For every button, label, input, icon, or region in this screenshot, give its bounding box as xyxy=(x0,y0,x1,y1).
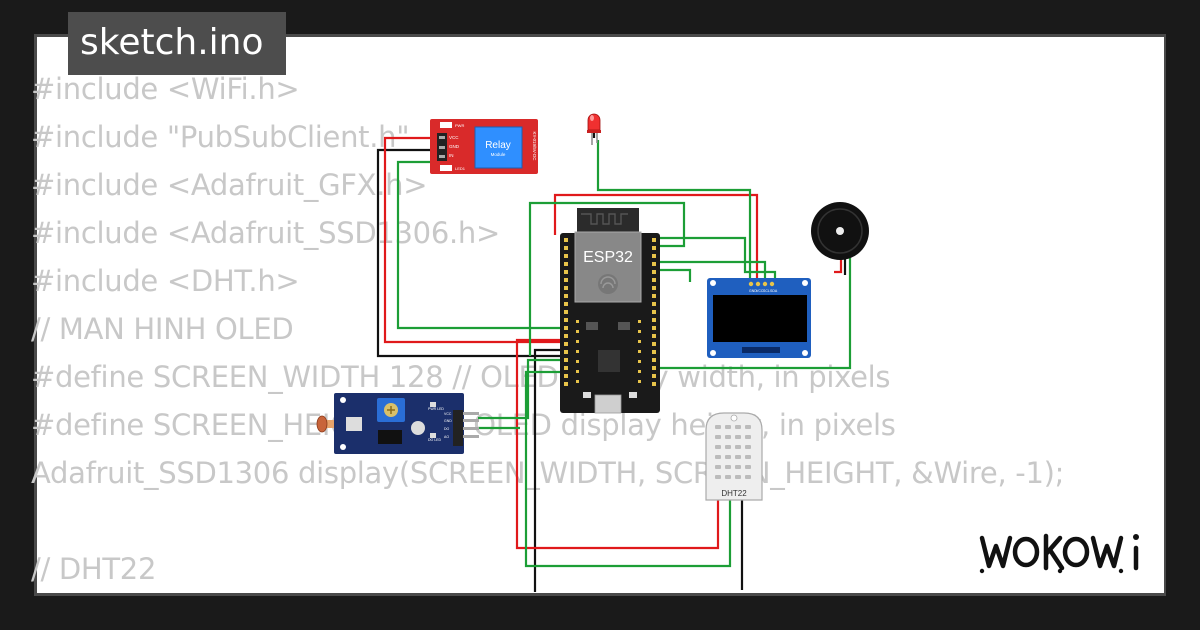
wire-vcc-dht xyxy=(515,338,720,550)
dht22-label: DHT22 xyxy=(721,489,747,498)
dht22-vents xyxy=(715,425,751,479)
wire-dht-data xyxy=(524,370,732,568)
photoresistor xyxy=(316,415,328,433)
code-line: #include <DHT.h> xyxy=(31,264,300,298)
wire-buzzer-pos xyxy=(834,258,843,274)
wire-relay-in xyxy=(396,160,563,330)
wire-ldr-do xyxy=(478,358,563,420)
esp32-pins-right xyxy=(652,238,656,386)
code-line: #include <Adafruit_SSD1306.h> xyxy=(31,216,500,250)
esp32-chip xyxy=(598,350,620,372)
code-line: #include <WiFi.h> xyxy=(31,72,300,106)
sketch-title-tab[interactable] xyxy=(68,12,286,75)
wire-relay-gnd xyxy=(376,148,563,358)
relay-module[interactable]: Relay Module KY-019/5V-DC VCC GND IN PWR… xyxy=(430,119,538,174)
wire-oled-vcc xyxy=(553,193,759,283)
wire-esp-top xyxy=(528,201,686,356)
sketch-title: sketch.ino xyxy=(80,22,264,63)
led-red[interactable] xyxy=(587,113,601,145)
wire-oled-scl xyxy=(655,260,767,282)
oled-pin-vcc: VCC xyxy=(756,289,764,293)
ldr-pin-ao: AO xyxy=(444,435,449,439)
usb-port xyxy=(594,394,622,414)
relay-side-text: KY-019/5V-DC xyxy=(532,131,537,161)
relay-pin-vcc: VCC xyxy=(449,135,459,140)
code-line: // DHT22 xyxy=(31,552,157,586)
dht22-sensor[interactable]: DHT22 xyxy=(705,412,763,501)
oled-pin-sda: SDA xyxy=(770,289,778,293)
relay-pin-gnd: GND xyxy=(449,144,460,149)
code-preview: #include <WiFi.h> #include "PubSubClient.… xyxy=(31,65,1064,593)
wire-relay-vcc xyxy=(383,136,563,344)
ldr-comparator xyxy=(411,421,425,435)
ldr-pin-do: DO xyxy=(444,427,450,431)
wokwi-logo xyxy=(976,526,1152,578)
code-line: Adafruit_SSD1306 display(SCREEN_WIDTH, S… xyxy=(31,456,1065,490)
relay-pwr-text: PWR xyxy=(455,123,464,128)
code-line: // MAN HINH OLED xyxy=(31,312,294,346)
ldr-module[interactable]: PWR LED DO LED VCC GND DO AO xyxy=(316,393,479,454)
wire-gnd-dht xyxy=(533,348,563,592)
esp32-label: ESP32 xyxy=(583,249,633,266)
ldr-do-led: DO LED xyxy=(428,438,442,442)
wire-led-signal xyxy=(596,140,752,282)
ldr-pin-vcc: VCC xyxy=(444,412,452,416)
relay-sublabel: Module xyxy=(491,152,506,157)
wire-oled-gnd xyxy=(655,268,692,282)
wire-buzzer-signal xyxy=(655,258,852,370)
oled-display[interactable]: GND VCC SCL SDA xyxy=(707,278,811,358)
esp32-board[interactable]: ESP32 xyxy=(560,208,660,414)
oled-pin-gnd: GND xyxy=(749,289,757,293)
ldr-pwr-led: PWR LED xyxy=(428,407,444,411)
relay-led-text: LED1 xyxy=(455,166,466,171)
oled-pin-scl: SCL xyxy=(763,289,770,293)
buzzer[interactable] xyxy=(811,202,869,260)
esp32-pins-left xyxy=(564,238,568,386)
code-line: #include "PubSubClient.h" xyxy=(31,120,410,154)
wire-oled-sda xyxy=(655,236,777,282)
relay-pin-in: IN xyxy=(449,153,454,158)
relay-label: Relay xyxy=(485,140,511,151)
ldr-pin-gnd: GND xyxy=(444,419,452,423)
